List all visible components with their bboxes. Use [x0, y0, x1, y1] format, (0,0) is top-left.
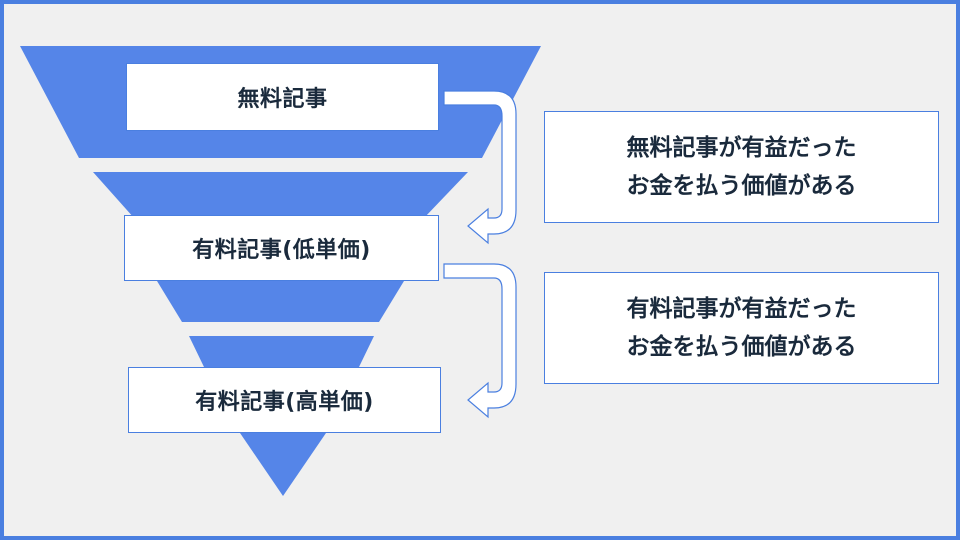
stage-paid-article-low-price: 有料記事(低単価) [124, 215, 439, 281]
stage-paid-low-label: 有料記事(低単価) [192, 238, 371, 263]
stage-free-article-label: 無料記事 [237, 87, 328, 112]
note-box-2: 有料記事が有益だった お金を払う価値がある [544, 272, 939, 384]
stage-paid-article-high-price: 有料記事(高単価) [128, 367, 441, 433]
note-1-line-2: お金を払う価値がある [626, 173, 857, 199]
stage-paid-high-label: 有料記事(高単価) [195, 390, 374, 415]
note-box-1: 無料記事が有益だった お金を払う価値がある [544, 111, 939, 223]
stage-free-article: 無料記事 [126, 63, 439, 131]
flow-arrow-1 [443, 90, 517, 245]
funnel-tier-4 [189, 336, 374, 367]
funnel-tier-5 [240, 433, 326, 496]
flow-arrow-2 [443, 263, 517, 419]
funnel-tier-3 [157, 281, 404, 322]
note-2-line-2: お金を払う価値がある [626, 334, 857, 360]
funnel-tier-2 [93, 172, 468, 218]
note-2-line-1: 有料記事が有益だった [626, 296, 857, 322]
note-1-line-1: 無料記事が有益だった [626, 135, 857, 161]
